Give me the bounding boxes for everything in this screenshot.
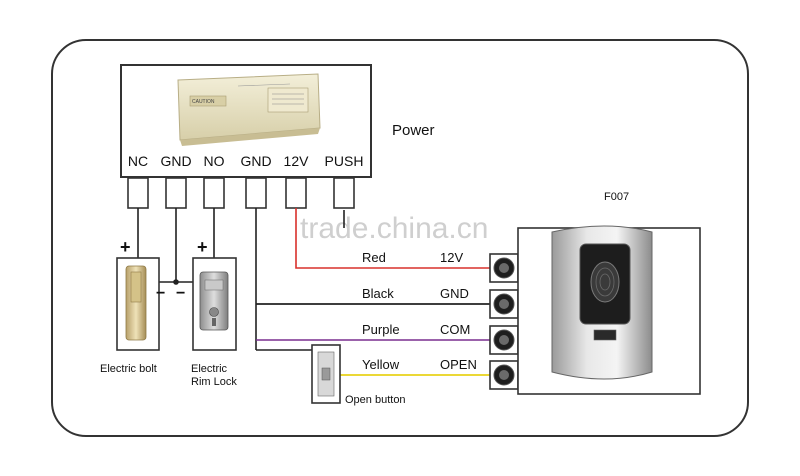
wire-terminal-label-3: OPEN — [440, 357, 477, 372]
rim-minus-sign: − — [176, 285, 185, 302]
electric-bolt-label: Electric bolt — [100, 363, 157, 375]
fingerprint-reader: F007 — [517, 191, 701, 395]
wire-terminal-label-1: GND — [440, 286, 469, 301]
wire-terminal-label-0: 12V — [440, 250, 463, 265]
reader-screw-head-3 — [499, 370, 509, 380]
wire-color-label-2: Purple — [362, 322, 400, 337]
reader-screw-head-1 — [499, 299, 509, 309]
terminal-label-0: NC — [128, 153, 148, 169]
bolt-minus-sign: − — [156, 285, 165, 302]
terminal-label-1: GND — [160, 153, 191, 169]
terminal-label-5: PUSH — [325, 153, 364, 169]
bolt-plus-sign: + — [120, 237, 131, 257]
power-supply-unit-photo: CAUTION — [177, 73, 321, 146]
reader-terminal-posts — [489, 253, 519, 390]
terminal-post-1 — [165, 177, 187, 209]
watermark-text: trade.china.cn — [300, 212, 488, 245]
terminal-post-2 — [203, 177, 225, 209]
wire-label-group: Red 12V Black GND Purple COM Yellow OPEN — [362, 250, 477, 372]
electric-rim-lock: + Electric Rim Lock — [191, 237, 237, 388]
rim-lock-label-line1: Electric — [191, 363, 228, 375]
power-label: Power — [392, 122, 435, 139]
terminal-labels: NC GND NO GND 12V PUSH — [128, 153, 364, 169]
terminal-post-5 — [333, 177, 355, 209]
terminal-post-4 — [285, 177, 307, 209]
rim-plus-sign: + — [197, 237, 208, 257]
electric-bolt: + Electric bolt — [100, 237, 160, 375]
reader-model-label: F007 — [604, 191, 629, 203]
open-button: Open button — [311, 344, 406, 406]
terminal-posts — [127, 177, 355, 209]
color-wires — [256, 208, 500, 376]
terminal-post-3 — [245, 177, 267, 209]
power-supply: CAUTION Power NC GND NO GND 12V PUSH — [120, 64, 435, 209]
wire-color-label-0: Red — [362, 250, 386, 265]
outer-frame — [51, 39, 749, 437]
caution-label: CAUTION — [192, 99, 215, 105]
terminal-label-2: NO — [204, 153, 225, 169]
junction-dot — [173, 279, 179, 285]
wire-color-label-3: Yellow — [362, 357, 400, 372]
open-button-label: Open button — [345, 394, 406, 406]
reader-screw-head-0 — [499, 263, 509, 273]
reader-screw-head-2 — [499, 335, 509, 345]
wire-terminal-label-2: COM — [440, 322, 470, 337]
rim-lock-label-line2: Rim Lock — [191, 376, 237, 388]
red-wire — [295, 208, 500, 269]
terminal-label-4: 12V — [284, 153, 310, 169]
terminal-label-3: GND — [240, 153, 271, 169]
terminal-post-0 — [127, 177, 149, 209]
wire-color-label-1: Black — [362, 286, 394, 301]
